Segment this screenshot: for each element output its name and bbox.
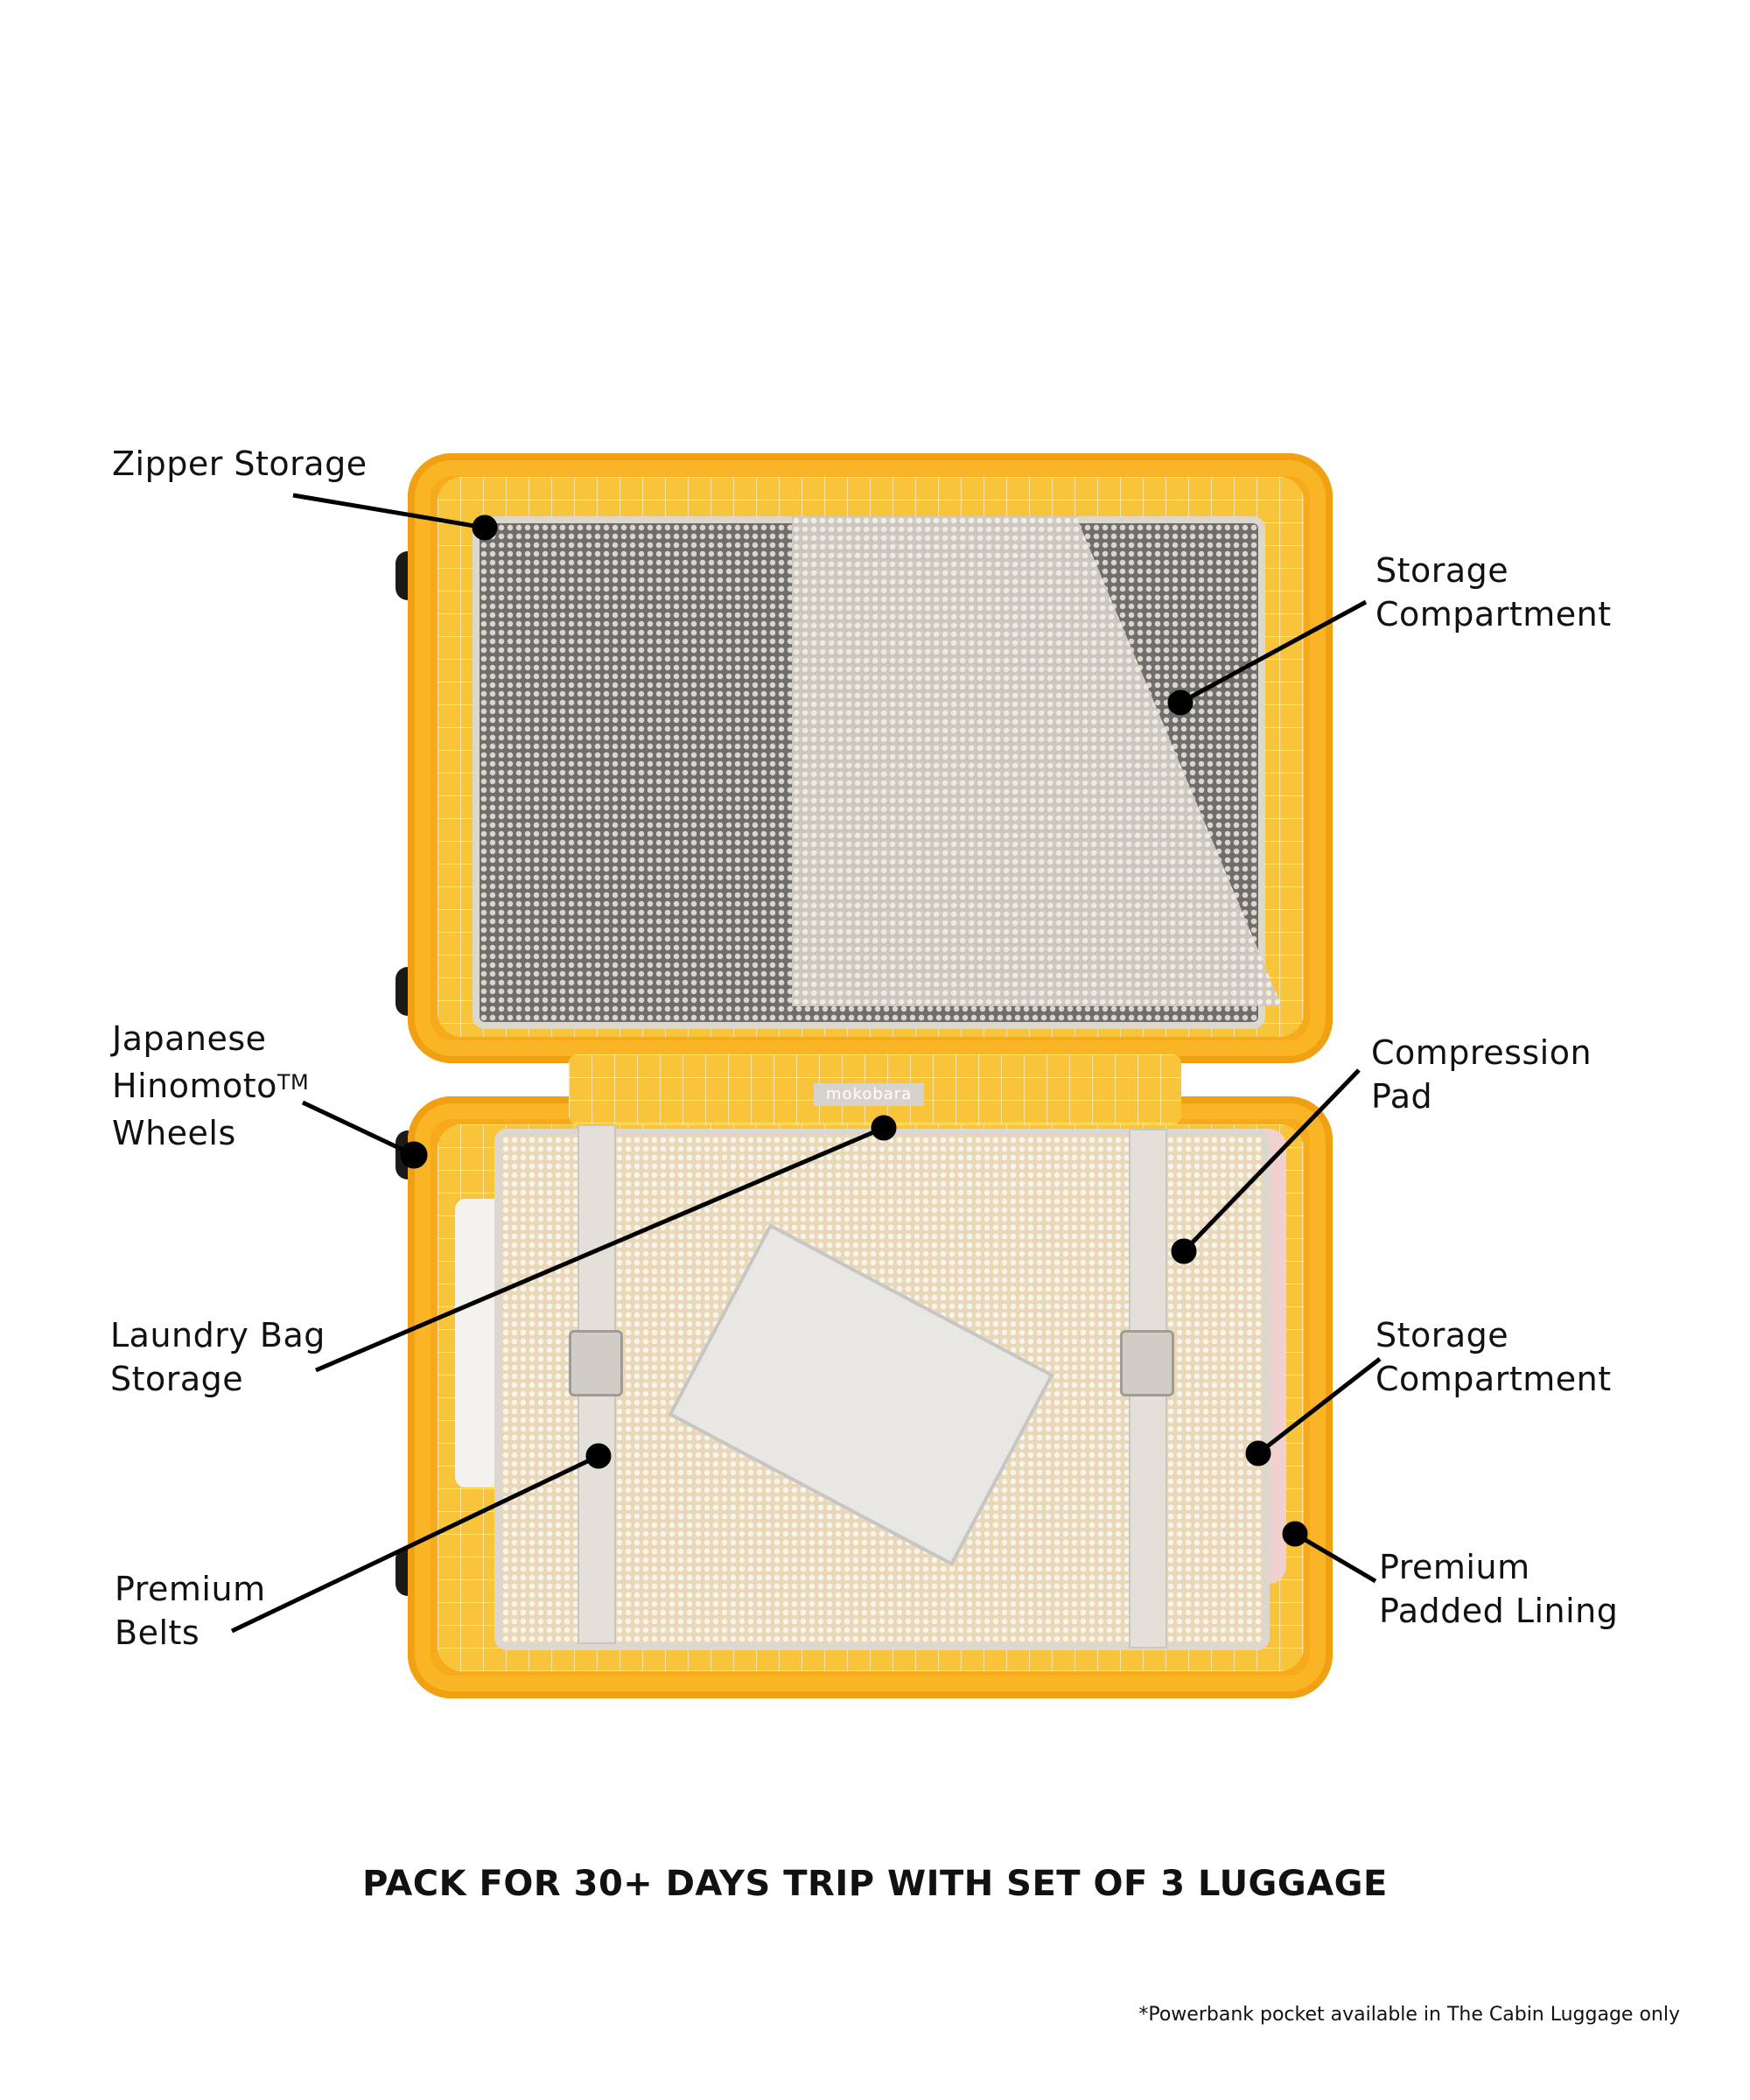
label-storage-compartment-top: Storage Compartment <box>1376 549 1612 636</box>
label-line: Storage <box>110 1360 244 1398</box>
label-line: Wheels <box>112 1114 236 1152</box>
label-laundry-bag: Laundry Bag Storage <box>110 1313 326 1401</box>
buckle-left <box>569 1330 623 1396</box>
label-zipper-storage: Zipper Storage <box>112 442 368 486</box>
headline: PACK FOR 30+ DAYS TRIP WITH SET OF 3 LUG… <box>362 1864 1388 1904</box>
footnote: *Powerbank pocket available in The Cabin… <box>1138 2004 1680 2026</box>
label-line: Premium <box>115 1570 266 1608</box>
label-line: Storage <box>1376 1316 1509 1354</box>
label-line: Hinomoto <box>112 1067 277 1105</box>
buckle-right <box>1120 1330 1174 1396</box>
label-line: Belts <box>115 1614 200 1652</box>
trademark: TM <box>276 1070 310 1095</box>
label-line: Premium <box>1379 1548 1530 1586</box>
label-line: Laundry Bag <box>110 1316 326 1354</box>
brand-tag: mokobara <box>814 1083 925 1106</box>
label-line: Padded Lining <box>1379 1592 1619 1630</box>
label-text: Zipper Storage <box>112 444 368 483</box>
label-compression-pad: Compression Pad <box>1371 1031 1592 1118</box>
label-line: Compression <box>1371 1033 1592 1072</box>
label-premium-belts: Premium Belts <box>115 1567 266 1655</box>
label-line: Storage <box>1376 551 1509 590</box>
label-line: Japanese <box>112 1019 267 1058</box>
label-line: Compartment <box>1376 595 1612 634</box>
label-wheels: Japanese HinomotoTM Wheels <box>112 1015 309 1157</box>
label-padded-lining: Premium Padded Lining <box>1379 1545 1618 1633</box>
label-storage-compartment-bottom: Storage Compartment <box>1376 1313 1612 1401</box>
label-line: Compartment <box>1376 1360 1612 1398</box>
label-line: Pad <box>1371 1077 1433 1116</box>
